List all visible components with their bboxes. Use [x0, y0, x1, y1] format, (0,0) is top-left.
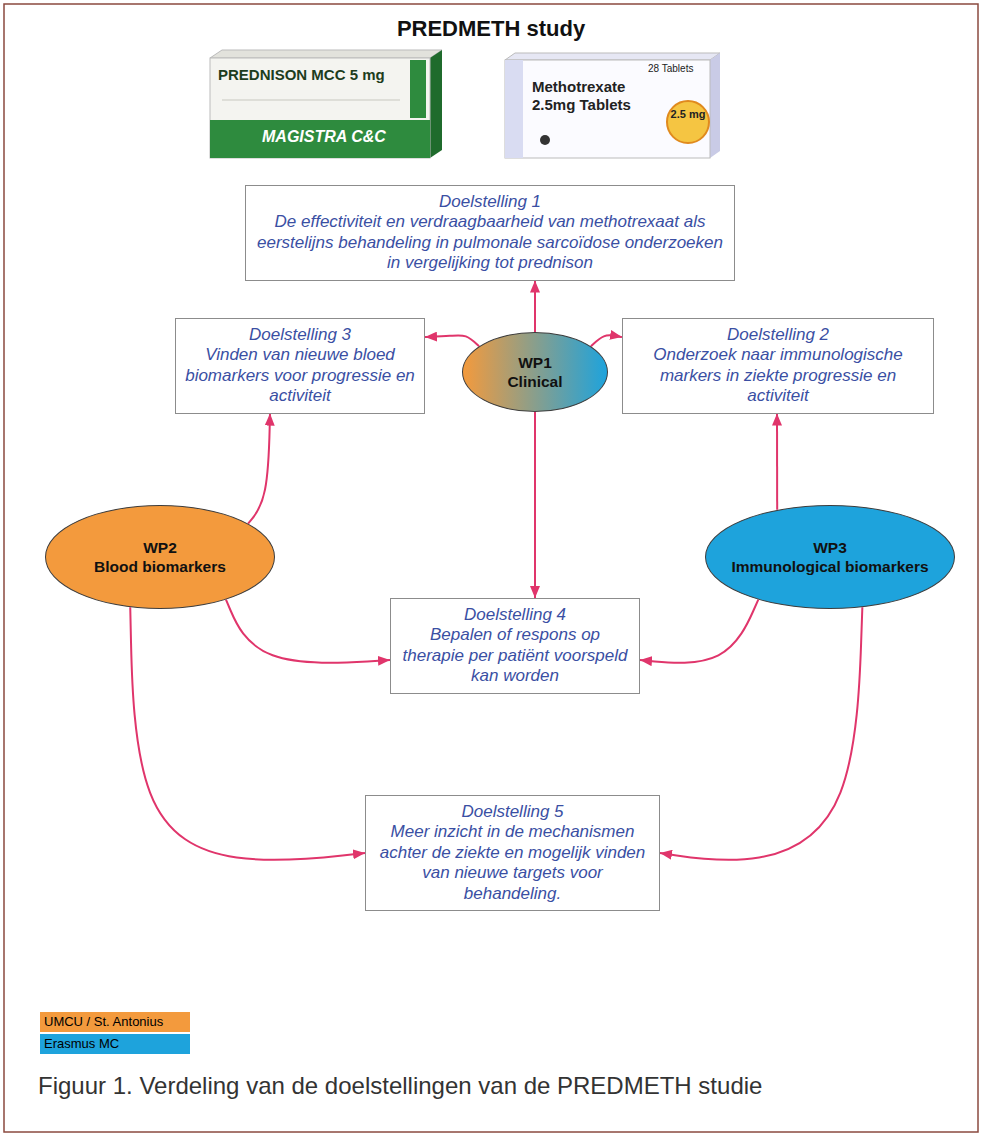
package-side: [710, 53, 720, 158]
package-text: Methotrexate 2.5mg Tablets: [532, 78, 662, 114]
goal-box: Doelstelling 2Onderzoek naar immunologis…: [622, 318, 934, 414]
package-side: [430, 50, 442, 158]
figure-caption: Figuur 1. Verdeling van de doelstellinge…: [38, 1072, 762, 1100]
node-text: Vinden van nieuwe bloed biomarkers voor …: [184, 345, 416, 406]
legend-text: Erasmus MC: [44, 1036, 119, 1051]
package-text: PREDNISON MCC 5 mg: [218, 66, 385, 83]
package-front: [210, 58, 430, 158]
node-heading: WP2: [143, 538, 177, 557]
node-heading: WP3: [813, 538, 847, 557]
package-text: MAGISTRA C&C: [262, 128, 386, 146]
arrow-connector: [226, 600, 390, 663]
node-text: Meer inzicht in de mechanismen achter de…: [374, 822, 651, 904]
package-text: 28 Tablets: [648, 63, 693, 74]
work-package-ellipse: WP3Immunological biomarkers: [705, 505, 955, 609]
diagram-title: PREDMETH study: [0, 16, 982, 42]
goal-box: Doelstelling 3Vinden van nieuwe bloed bi…: [175, 318, 425, 414]
node-heading: Doelstelling 4: [399, 605, 631, 625]
work-package-ellipse: WP2Blood biomarkers: [45, 505, 275, 609]
arrow-connector: [425, 335, 479, 346]
node-heading: Doelstelling 1: [254, 192, 726, 212]
node-heading: Doelstelling 3: [184, 325, 416, 345]
package-top: [210, 50, 442, 58]
arrow-connector: [130, 607, 365, 860]
arrow-connector: [776, 414, 778, 510]
arrow-connector: [534, 281, 536, 332]
dose-badge: [667, 101, 709, 143]
node-text: De effectiviteit en verdraagbaarheid van…: [254, 212, 726, 273]
node-text: Onderzoek naar immunologische markers in…: [631, 345, 925, 406]
package-band: [210, 120, 430, 158]
work-package-ellipse: WP1Clinical: [462, 332, 608, 412]
arrow-connector: [591, 335, 622, 346]
node-heading: Doelstelling 5: [374, 802, 651, 822]
node-heading: WP1: [518, 353, 552, 372]
package-strip: [505, 60, 523, 158]
dose-text: 2.5 mg: [670, 108, 706, 121]
package-tab: [410, 60, 426, 118]
node-text: Bepalen of respons op therapie per patië…: [399, 625, 631, 686]
node-text: Blood biomarkers: [94, 557, 226, 576]
arrow-connector: [534, 412, 536, 598]
arrow-connector: [660, 607, 862, 860]
maker-logo: [540, 135, 550, 145]
legend-text: UMCU / St. Antonius: [44, 1014, 163, 1029]
package-top: [505, 53, 720, 60]
node-text: Clinical: [507, 372, 562, 391]
legend-swatch: UMCU / St. Antonius: [40, 1012, 190, 1032]
node-text: Immunological biomarkers: [731, 557, 928, 576]
node-heading: Doelstelling 2: [631, 325, 925, 345]
outer-border: [4, 4, 978, 1132]
goal-box: Doelstelling 4Bepalen of respons op ther…: [390, 598, 640, 694]
goal-box: Doelstelling 5Meer inzicht in de mechani…: [365, 795, 660, 911]
arrow-connector: [640, 600, 758, 663]
package-front: [505, 60, 710, 158]
package-rule: [222, 100, 400, 101]
goal-box: Doelstelling 1De effectiviteit en verdra…: [245, 185, 735, 281]
arrow-connector: [248, 414, 270, 524]
legend-swatch: Erasmus MC: [40, 1034, 190, 1054]
